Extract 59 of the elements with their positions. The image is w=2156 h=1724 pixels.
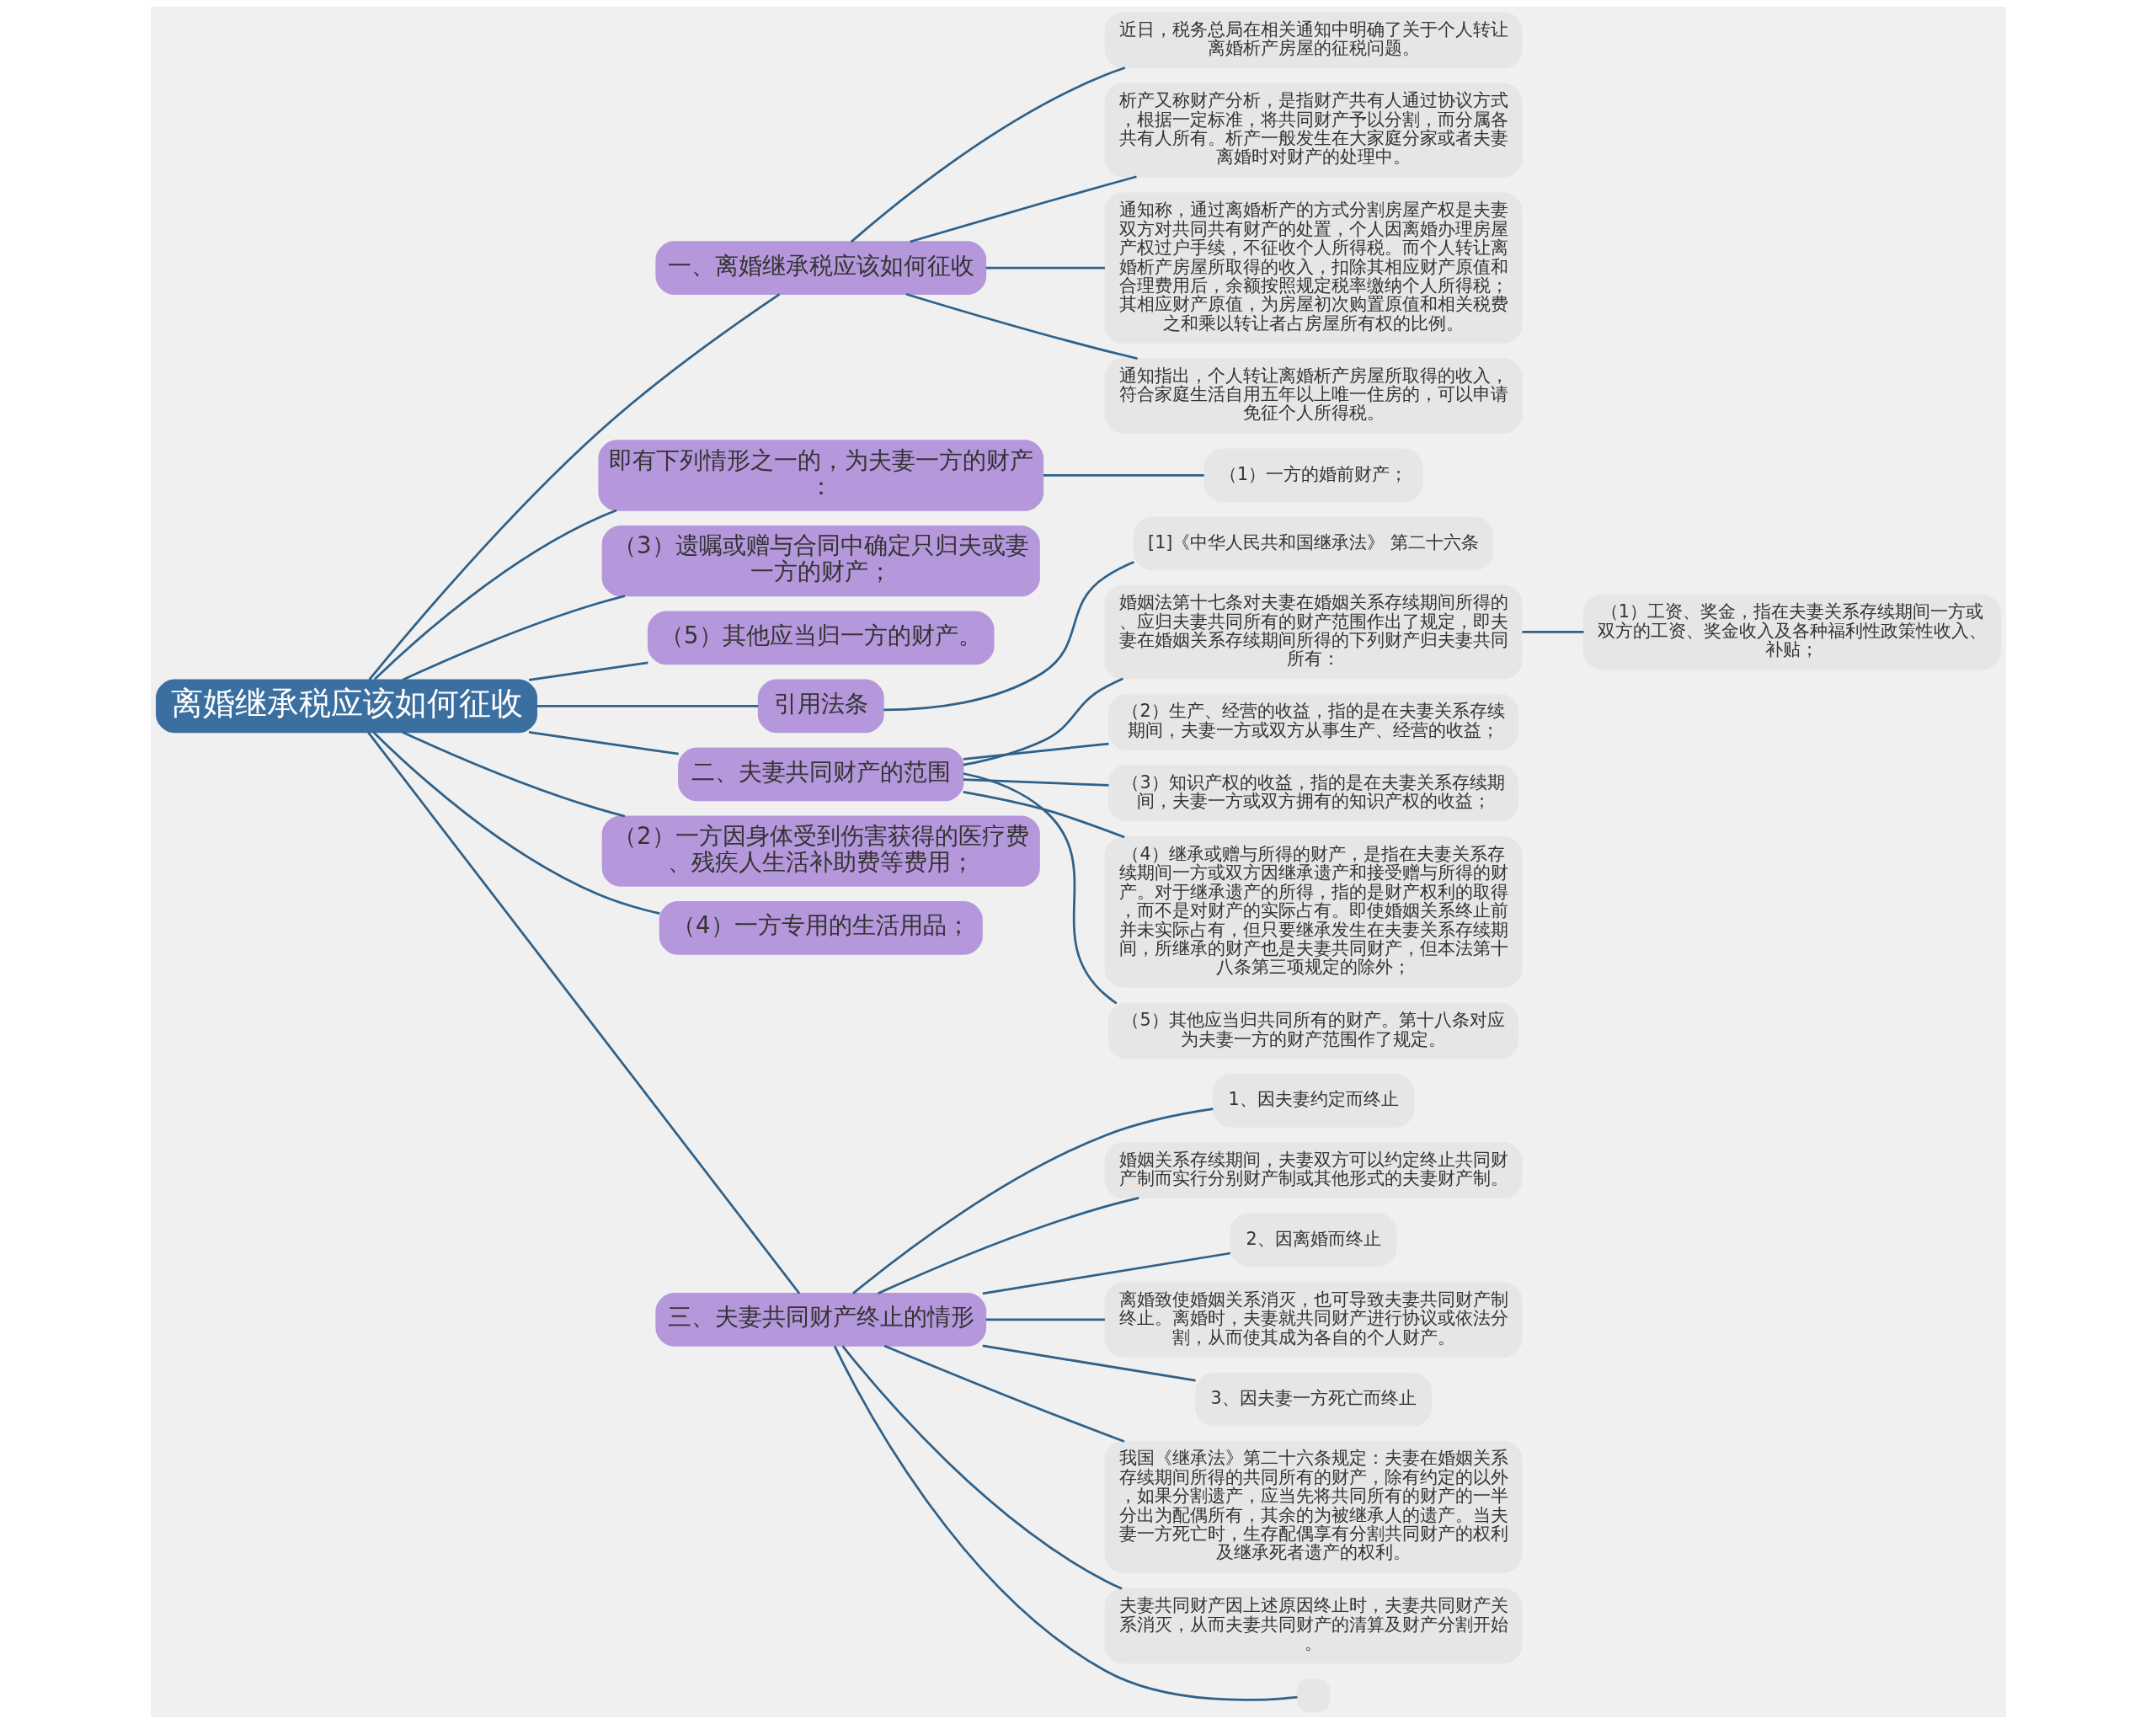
connector <box>366 731 800 1294</box>
node-box: 2、因离婚而终止 <box>1230 1213 1397 1268</box>
connector <box>536 704 758 707</box>
connector <box>883 1344 1124 1443</box>
connector <box>528 661 648 681</box>
connector <box>963 677 1123 766</box>
node-box: 通知指出，个人转让离婚析产房屋所取得的收入，符合家庭生活自用五年以上唯一住房的，可以申请免征个人所得税。 <box>1104 357 1523 434</box>
connector <box>982 1344 1196 1382</box>
node-box: （4）继承或赠与所得的财产，是指在夫妻关系存续期间一方或双方因继承遗产和接受赠与所得的财产。对于继承遗产的所得，指的是财产权利的取得，而不是对财产的实际占有。即使婚姻关系终止前并未实际占有，但只要继承发生在夫妻关系存续期间，所继承的财产也是夫妻共同财产，但本法第十八条第三项规定的除外； <box>1104 836 1523 988</box>
connector <box>963 742 1109 761</box>
connector <box>850 67 1125 243</box>
node-box: （4）一方专用的生活用品； <box>659 901 983 955</box>
node-box: （1）一方的婚前财产； <box>1203 448 1423 503</box>
node-box: 近日，税务总局在相关通知中明确了关于个人转让离婚析产房屋的征税问题。 <box>1104 12 1523 69</box>
connector <box>402 731 625 818</box>
node-box: [1]《中华人民共和国继承法》 第二十六条 <box>1133 516 1493 571</box>
connector <box>1043 474 1204 477</box>
connector <box>841 1345 1123 1590</box>
node-box: 我国《继承法》第二十六条规定：夫妻在婚姻关系存续期间所得的共同所有的财产，除有约定的以外，如果分割遗产，应当先将共同所有的财产的一半分出为配偶所有，其余的为被继承人的遗产。当夫妻一方死亡时，生存配偶享有分割共同财产的权利及继承死者遗产的权利。 <box>1104 1440 1523 1573</box>
connector <box>982 1252 1230 1295</box>
node-box: 通知称，通过离婚析产的方式分割房屋产权是夫妻双方对共同共有财产的处置，个人因离婚办理房屋产权过户手续，不征收个人所得税。而个人转让离婚析产房屋所取得的收入，扣除其相应财产原值和合理费用后，余额按照规定税率缴纳个人所得税；其相应财产原值，为房屋初次购置原值和相关税费之和乘以转让者占房屋所有权的比例。 <box>1104 192 1523 344</box>
node-box: 3、因夫妻一方死亡而终止 <box>1194 1372 1432 1427</box>
connector <box>373 509 616 681</box>
connector <box>883 561 1134 712</box>
connector <box>1521 631 1583 633</box>
node-box: 二、夫妻共同财产的范围 <box>677 747 963 802</box>
node-box: （5）其他应当归一方的财产。 <box>647 611 995 665</box>
connector <box>368 293 780 681</box>
node-box: 离婚致使婚姻关系消灭，也可导致夫妻共同财产制终止。离婚时，夫妻就共同财产进行协议或依法分割，从而使其成为各自的个人财产。 <box>1104 1282 1523 1358</box>
connector <box>909 175 1137 243</box>
node-box: （3）知识产权的收益，指的是在夫妻关系存续期间，夫妻一方或双方拥有的知识产权的收益； <box>1107 765 1518 822</box>
connector <box>963 778 1109 787</box>
node-box: 婚姻关系存续期间，夫妻双方可以约定终止共同财产制而实行分别财产制或其他形式的夫妻财产制。 <box>1104 1141 1523 1199</box>
node-box: 离婚继承税应该如何征收 <box>155 679 537 734</box>
node-box: 析产又称财产分析，是指财产共有人通过协议方式，根据一定标准，将共同财产予以分割，而分属各共有人所有。析产一般发生在大家庭分家或者夫妻离婚时对财产的处理中。 <box>1104 83 1523 178</box>
node-box <box>1296 1679 1330 1712</box>
connector <box>372 731 660 915</box>
connector <box>985 1318 1105 1321</box>
connector <box>877 1197 1139 1294</box>
node-box: （5）其他应当归共同所有的财产。第十八条对应为夫妻一方的财产范围作了规定。 <box>1107 1002 1518 1059</box>
node-box: 引用法条 <box>757 679 884 734</box>
node-box: 一、离婚继承税应该如何征收 <box>654 241 986 296</box>
node-box: （2）生产、经营的收益，指的是在夫妻关系存续期间，夫妻一方或双方从事生产、经营的收益； <box>1107 693 1518 750</box>
node-box: 三、夫妻共同财产终止的情形 <box>654 1293 986 1347</box>
node-box: （2）一方因身体受到伤害获得的医疗费、残疾人生活补助费等费用； <box>601 815 1040 887</box>
connector <box>833 1345 1298 1701</box>
connector <box>528 731 679 755</box>
node-box: 婚姻法第十七条对夫妻在婚姻关系存续期间所得的、应归夫妻共同所有的财产范围作出了规定，即夫妻在婚姻关系存续期间所得的下列财产归夫妻共同所有： <box>1104 584 1523 680</box>
connector <box>402 595 625 681</box>
node-box: （1）工资、奖金，指在夫妻关系存续期间一方或双方的工资、奖金收入及各种福利性政策性收入、补贴； <box>1582 594 2001 670</box>
node-box: （3）遗嘱或赠与合同中确定只归夫或妻一方的财产； <box>601 525 1040 597</box>
connector <box>851 1108 1213 1294</box>
node-box: 1、因夫妻约定而终止 <box>1212 1074 1414 1128</box>
connector <box>963 772 1117 1005</box>
node-box: 夫妻共同财产因上述原因终止时，夫妻共同财产关系消灭，从而夫妻共同财产的清算及财产分割开始。 <box>1104 1588 1523 1664</box>
connector <box>985 266 1105 270</box>
connector <box>963 791 1125 839</box>
connector <box>905 292 1138 360</box>
node-box: 即有下列情形之一的，为夫妻一方的财产： <box>597 440 1043 511</box>
